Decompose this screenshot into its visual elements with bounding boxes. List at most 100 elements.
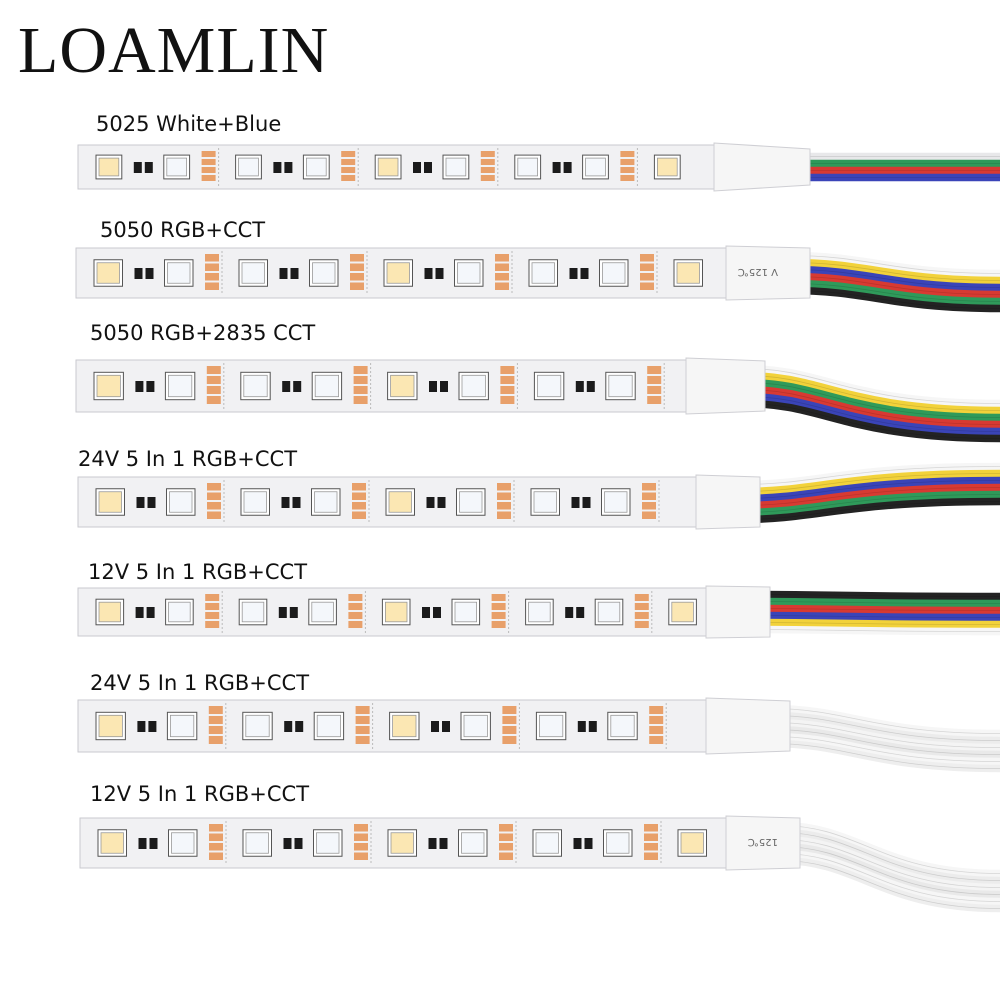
led-chip [98,157,120,177]
solder-pad [620,151,635,157]
wire-outline [769,722,1000,748]
solder-pad [350,263,364,271]
solder-pad [205,273,219,281]
led-strip-7: 125℃ [79,815,1000,913]
led-strip-4 [77,462,1000,530]
resistor [575,381,584,392]
solder-pad [209,843,223,851]
wire [779,842,1000,899]
solder-pad [205,621,220,628]
wire [789,265,1000,292]
wire [744,371,1000,415]
resistor [294,838,303,849]
solder-pad [620,175,635,181]
led-chip [171,832,195,854]
solder-pad [355,716,370,724]
wire [789,251,1000,278]
solder-pad [209,833,223,841]
wire-outline [744,389,1000,425]
solder-pad [341,175,356,181]
solder-pad [207,492,221,500]
solder-pad [502,716,517,724]
resistor [148,721,157,732]
solder-pad [634,594,649,601]
resistor [552,162,561,173]
led-chip [533,491,557,513]
resistor [426,497,435,508]
led-chip [390,374,415,398]
resistor [145,268,154,279]
wire [739,490,1000,517]
solder-pad [353,376,368,384]
wire [739,476,1000,503]
solder-pad [642,502,656,510]
solder-pad [350,282,364,290]
strip-label-3: 5050 RGB+2835 CCT [90,321,316,345]
led-chip [245,714,270,738]
wire-outline [739,466,1000,485]
solder-pad [644,852,658,860]
solder-pad [649,736,664,744]
led-chip [166,157,188,177]
led-chip [680,832,704,854]
wire-outline [779,846,1000,895]
led-chip [386,262,410,284]
resistor [577,721,586,732]
solder-pad [644,833,658,841]
led-chip [311,601,334,623]
resistor [295,721,304,732]
wire-outline [739,473,1000,492]
solder-pad [480,167,495,173]
led-chip [461,832,485,854]
solder-pad [206,376,221,384]
wire [749,611,1000,622]
led-strip-2: V 125℃ [75,245,1000,313]
solder-pad [350,254,364,262]
led-chip [537,374,562,398]
solder-pad [201,167,216,173]
led-chip [517,157,538,177]
led-chip [657,157,678,177]
wire [744,399,1000,443]
wire [744,385,1000,429]
resistor [138,838,147,849]
led-strip-1 [77,142,1000,192]
solder-pad [499,852,513,860]
wire [749,597,1000,608]
resistor [279,268,288,279]
resistor [281,497,290,508]
solder-pad [350,273,364,281]
led-chip [384,601,408,623]
solder-pad [205,612,220,619]
wire [779,849,1000,906]
resistor [422,607,430,618]
solder-pad [348,603,363,610]
solder-pad [209,852,223,860]
led-chip [241,601,265,623]
solder-pad [201,159,216,165]
solder-pad [354,843,368,851]
solder-pad [354,833,368,841]
solder-pad [206,386,221,394]
solder-pad [205,594,220,601]
wire [749,625,1000,636]
wire [744,378,1000,422]
resistor [146,607,155,618]
led-strip-5 [77,585,1000,639]
solder-pad [642,492,656,500]
solder-pad [647,396,662,404]
resistor [429,381,437,392]
wire-outline [769,743,1000,769]
solder-pad [205,282,219,290]
solder-pad [208,706,223,714]
solder-pad [495,282,509,290]
solder-pad [205,254,219,262]
solder-pad [499,843,513,851]
resistor [273,162,282,173]
strip-label-6: 24V 5 In 1 RGB+CCT [90,671,310,695]
heat-shrink-sleeve [725,815,801,871]
wire-outline [789,255,1000,274]
solder-pad [206,396,221,404]
resistor [278,607,287,618]
